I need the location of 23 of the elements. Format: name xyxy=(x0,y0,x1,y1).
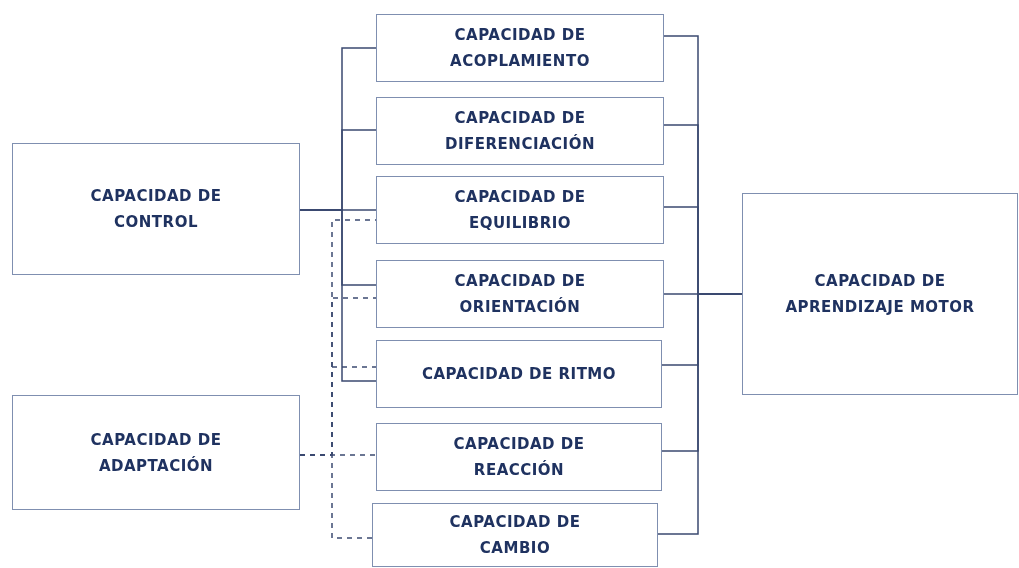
capacity-box xyxy=(376,423,662,491)
capacity-box xyxy=(12,143,300,275)
capacity-box xyxy=(372,503,658,567)
capacity-box xyxy=(376,176,664,244)
box-label: CAPACIDAD DE CAMBIO xyxy=(448,512,582,559)
box-label: CAPACIDAD DE APRENDIZAJE MOTOR xyxy=(784,271,976,318)
box-label: CAPACIDAD DE ACOPLAMIENTO xyxy=(449,25,591,72)
capacity-box xyxy=(376,260,664,328)
box-label: CAPACIDAD DE DIFERENCIACIÓN xyxy=(444,108,596,155)
dashed-connector xyxy=(299,454,373,539)
capacity-box xyxy=(376,14,664,82)
connector-line xyxy=(299,209,377,382)
box-label: CAPACIDAD DE REACCIÓN xyxy=(452,434,586,481)
connector-line xyxy=(657,293,743,535)
box-label: CAPACIDAD DE ADAPTACIÓN xyxy=(89,429,223,477)
capacity-box xyxy=(742,193,1018,395)
box-label: CAPACIDAD DE EQUILIBRIO xyxy=(453,187,587,234)
box-label: CAPACIDAD DE RITMO xyxy=(421,364,617,385)
box-label: CAPACIDAD DE ORIENTACIÓN xyxy=(453,271,587,318)
capacity-box xyxy=(376,97,664,165)
capacity-box xyxy=(376,340,662,408)
capacity-box xyxy=(12,395,300,510)
box-label: CAPACIDAD DE CONTROL xyxy=(89,186,223,233)
